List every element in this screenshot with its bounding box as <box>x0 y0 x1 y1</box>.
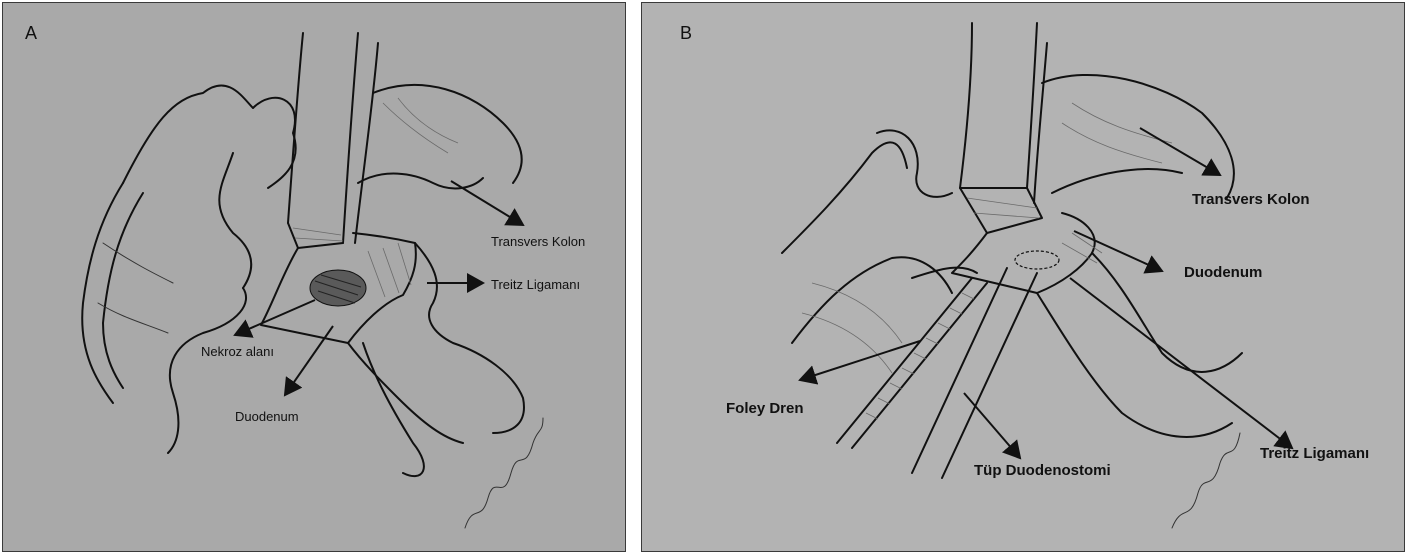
arrow-transvers-kolon-a <box>451 181 523 225</box>
label-treitz-ligamani-a: Treitz Ligamanı <box>491 277 580 292</box>
arrow-duodenum-b <box>1074 231 1162 271</box>
arrow-duodenum-a <box>285 326 333 395</box>
necrosis-area <box>310 270 366 306</box>
arrow-tup-duodenostomi-b <box>964 393 1020 458</box>
signature-b <box>1172 433 1240 528</box>
panel-a: A Transvers Kolon Treitz Ligamanı Nekroz… <box>2 2 626 552</box>
stomach-b <box>960 23 1047 233</box>
arrow-nekroz-a <box>235 300 315 335</box>
label-duodenum-b: Duodenum <box>1184 264 1262 281</box>
arrows-b <box>800 128 1292 458</box>
label-treitz-ligamani-b: Treitz Ligamanı <box>1260 445 1369 462</box>
duodenum-b <box>952 213 1242 437</box>
label-duodenum-a: Duodenum <box>235 409 299 424</box>
arrow-transvers-kolon-b <box>1140 128 1220 175</box>
panel-b-letter: B <box>680 23 692 44</box>
bowel-loops-left <box>82 85 295 453</box>
label-transvers-kolon-a: Transvers Kolon <box>491 234 585 249</box>
panel-a-letter: A <box>25 23 37 44</box>
arrow-treitz-b <box>1070 278 1292 448</box>
label-tup-duodenostomi-b: Tüp Duodenostomi <box>974 462 1111 479</box>
transverse-colon-b <box>1042 75 1234 198</box>
transverse-colon-a <box>358 85 522 189</box>
signature-a <box>465 418 543 528</box>
bowel-loops-b <box>782 130 952 373</box>
label-nekroz-alani-a: Nekroz alanı <box>201 344 274 359</box>
stomach-stump <box>288 33 378 248</box>
label-transvers-kolon-b: Transvers Kolon <box>1192 191 1310 208</box>
arrow-foley-dren-b <box>800 341 920 380</box>
duodenal-window <box>261 233 524 476</box>
panel-b: B Transvers Kolon Duodenum Foley Dren Tr… <box>641 2 1405 552</box>
label-foley-dren-b: Foley Dren <box>726 400 804 417</box>
